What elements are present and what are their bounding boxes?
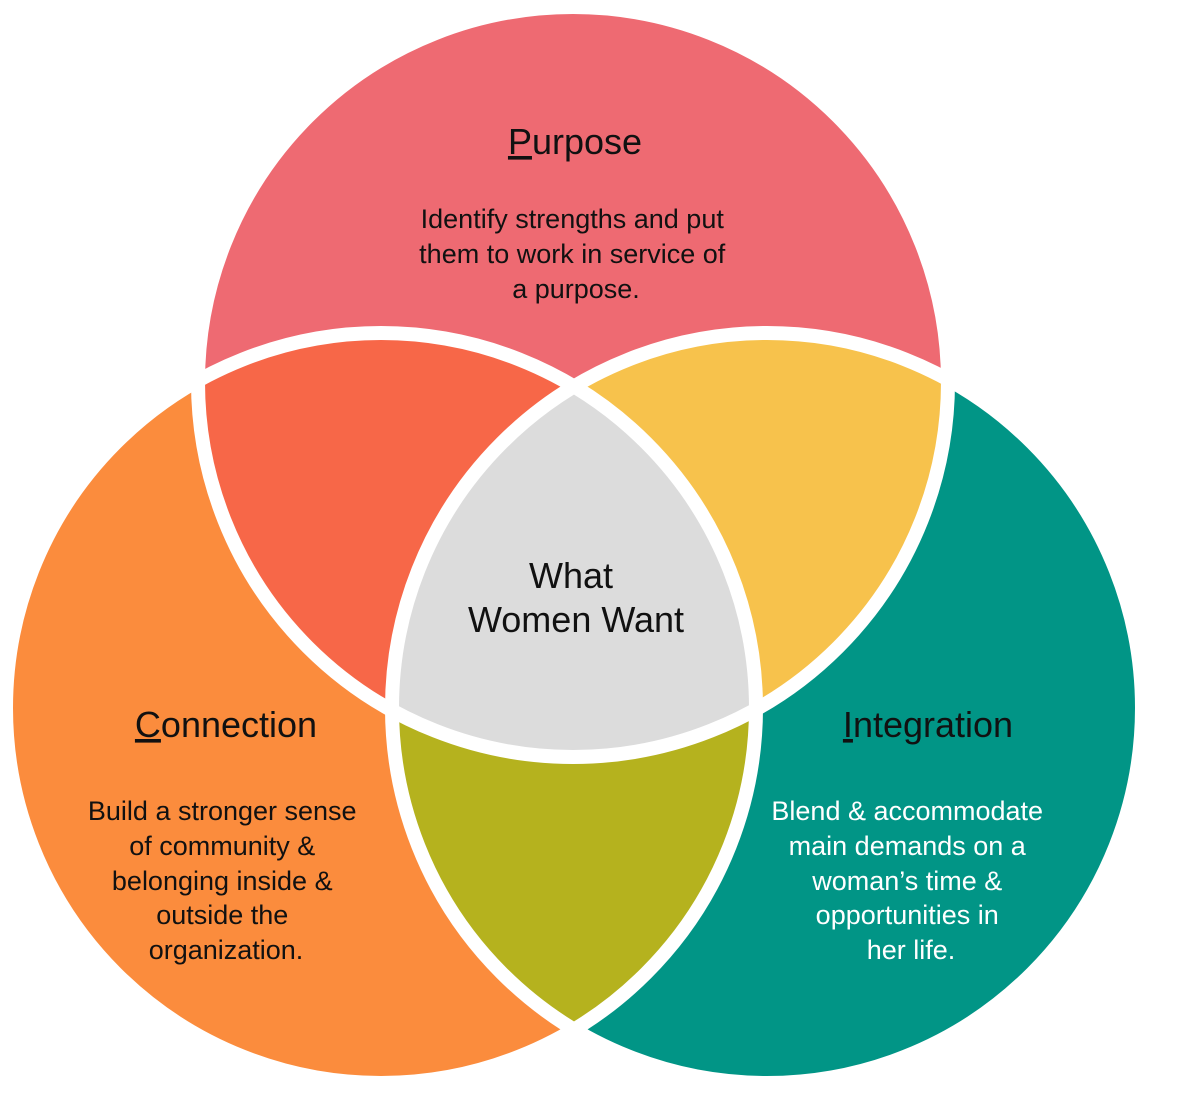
connection-description-line: organization. [149,935,304,965]
integration-description-line: her life. [867,935,956,965]
purpose-title: Purpose [508,121,642,162]
connection-title: Connection [135,704,317,745]
purpose-description-line: them to work in service of [419,239,726,269]
integration-description: Blend & accommodate main demands on a wo… [771,796,1050,965]
integration-description-line: Blend & accommodate [771,796,1043,826]
purpose-description: Identify strengths and put them to work … [419,204,733,304]
integration-description-line: opportunities in [816,900,999,930]
connection-description-line: of community & [129,831,315,861]
center-label: What Women Want [468,555,684,640]
connection-description-line: outside the [156,900,288,930]
connection-description-line: Build a stronger sense [88,796,357,826]
integration-outline [385,326,1149,1090]
connection-description-line: belonging inside & [112,866,333,896]
center-label-line: Women Want [468,599,684,640]
connection-description: Build a stronger sense of community & be… [88,796,364,965]
purpose-description-line: a purpose. [512,274,640,304]
center-overlap [392,333,756,757]
connection-outline [0,326,763,1090]
purpose-description-line: Identify strengths and put [421,204,725,234]
center-label-line: What [529,555,613,596]
integration-description-line: woman’s time & [811,866,1002,896]
integration-description-line: main demands on a [789,831,1027,861]
integration-title: Integration [843,704,1013,745]
